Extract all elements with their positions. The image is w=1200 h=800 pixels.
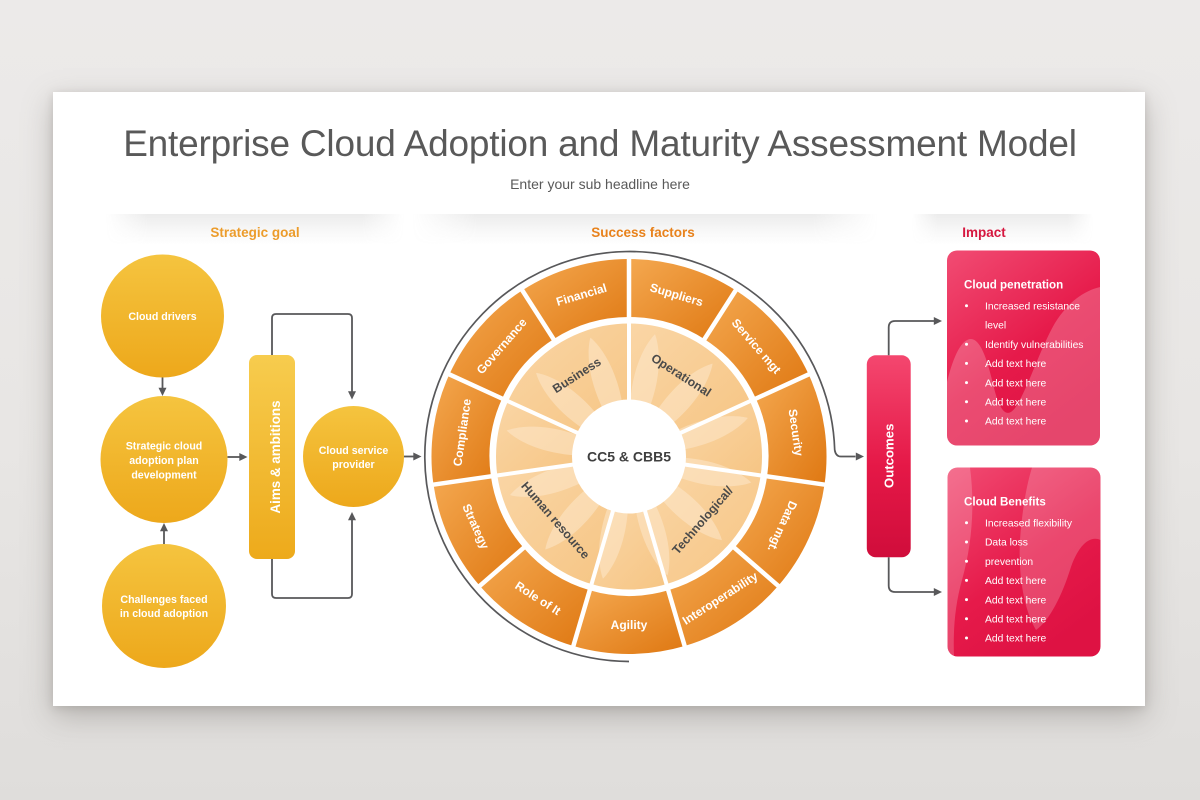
svg-text:Data loss: Data loss	[985, 538, 1028, 549]
svg-text:Add text here: Add text here	[985, 398, 1047, 409]
svg-text:Add text here: Add text here	[985, 615, 1047, 626]
svg-text:Agility: Agility	[611, 618, 648, 632]
svg-text:Add text here: Add text here	[985, 359, 1047, 370]
svg-text:Increased flexibility: Increased flexibility	[985, 519, 1073, 530]
svg-text:CC5 & CBB5: CC5 & CBB5	[587, 449, 671, 465]
svg-text:Add text here: Add text here	[985, 378, 1047, 389]
svg-text:Identify vulnerabilities: Identify vulnerabilities	[985, 340, 1083, 351]
svg-text:Cloud penetration: Cloud penetration	[964, 279, 1063, 292]
svg-text:Outcomes: Outcomes	[882, 424, 897, 489]
svg-text:Security: Security	[785, 408, 806, 457]
svg-text:Add text here: Add text here	[985, 417, 1047, 428]
svg-text:Add text here: Add text here	[985, 634, 1047, 645]
svg-text:level: level	[985, 321, 1006, 332]
svg-text:prevention: prevention	[985, 557, 1033, 568]
svg-text:Add text here: Add text here	[985, 595, 1047, 606]
svg-text:Cloud drivers: Cloud drivers	[128, 311, 196, 323]
svg-text:Cloud Benefits: Cloud Benefits	[964, 496, 1046, 509]
svg-text:Increased resistance: Increased resistance	[985, 302, 1080, 313]
svg-text:Aims & ambitions: Aims & ambitions	[268, 400, 283, 513]
svg-text:Add text here: Add text here	[985, 576, 1047, 587]
